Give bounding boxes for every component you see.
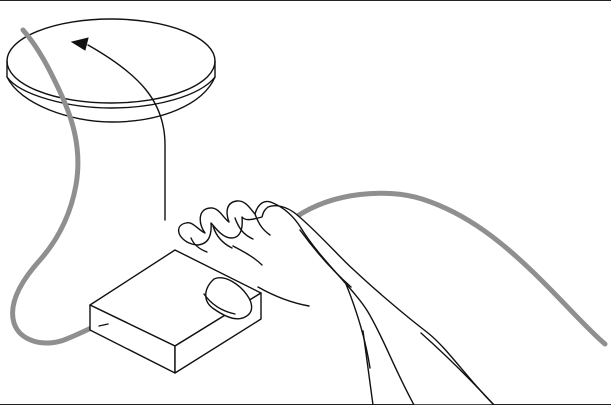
thumb xyxy=(205,277,253,320)
finger-crease-1 xyxy=(234,217,254,240)
arrow-head xyxy=(70,37,89,51)
disc-top-ellipse xyxy=(6,18,216,104)
palm-line-2 xyxy=(257,286,310,307)
disc-side-inner-line xyxy=(6,76,216,109)
left-cable xyxy=(10,27,106,346)
arrow-shaft xyxy=(87,44,166,221)
finger-crease-3 xyxy=(212,225,233,249)
forearm-line-right xyxy=(420,332,495,405)
right-cable xyxy=(293,190,608,347)
flat-disc xyxy=(6,18,216,123)
wrist-line-2 xyxy=(345,283,371,369)
disc-side xyxy=(6,60,216,123)
hand-pressing-device xyxy=(177,200,495,405)
thumb-nail-line xyxy=(203,293,236,315)
device-slot xyxy=(98,323,109,327)
forearm-line-left xyxy=(362,330,374,405)
finger-crease-4 xyxy=(190,237,208,253)
finger-crease-2 xyxy=(254,213,271,236)
palm-line-1 xyxy=(232,245,263,266)
curved-up-arrow xyxy=(70,37,166,221)
wrist-line-1 xyxy=(299,229,352,288)
